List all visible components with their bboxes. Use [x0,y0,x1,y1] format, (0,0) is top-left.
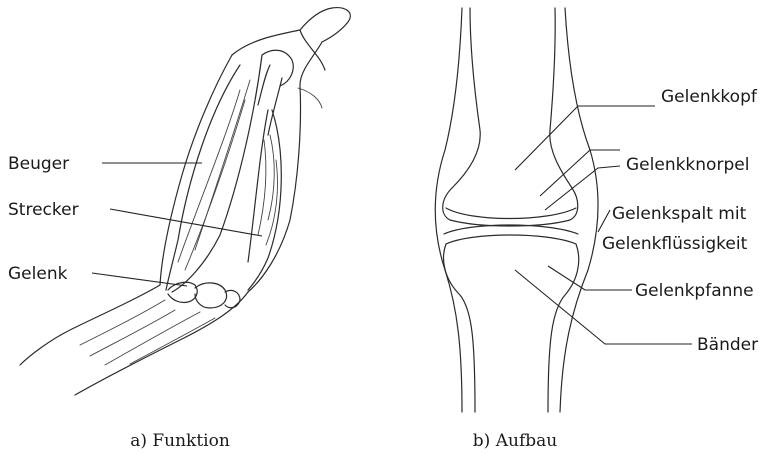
label-gelenkkopf: Gelenkkopf [661,87,758,107]
label-baender: Bänder [697,335,758,355]
label-gelenkspalt-line2: Gelenkflüssigkeit [602,234,748,254]
caption-funktion: a) Funktion [130,431,230,451]
label-gelenkpfanne: Gelenkpfanne [635,281,754,301]
label-gelenkknorpel: Gelenkknorpel [626,155,749,175]
leader-gelenkspalt [598,210,610,232]
leader-strecker [110,209,262,236]
label-beuger: Beuger [8,154,69,174]
leader-gelenkknorpel [540,150,620,196]
caption-aufbau: b) Aufbau [473,431,557,451]
label-gelenk: Gelenk [8,264,68,284]
leader-gelenkknorpel-2 [545,166,620,210]
joint-drawing [435,8,598,412]
label-gelenkspalt-line1: Gelenkspalt mit [612,204,747,224]
leader-gelenk [92,273,187,286]
label-strecker: Strecker [8,200,79,220]
leader-gelenkpfanne [548,266,632,290]
